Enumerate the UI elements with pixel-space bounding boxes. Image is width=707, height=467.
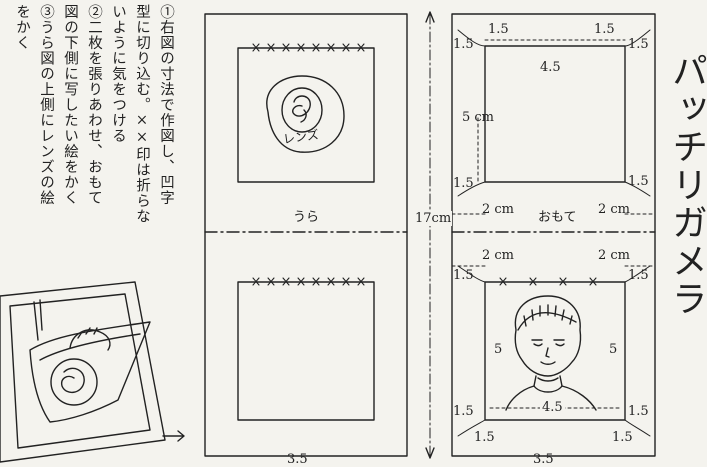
instruction-line-2: 型に切り込む。××印は折らな — [134, 4, 150, 224]
dim-corner-tl-lower: 1.5 — [453, 268, 474, 283]
portrait-drawing — [505, 295, 597, 411]
bottom-partial-dim-1: 3.5 — [287, 452, 308, 467]
dim-corner-bl: 1.5 — [453, 176, 474, 191]
instruction-line-6: ③うら図の上側にレンズの絵 — [38, 4, 54, 206]
dim-mid-left-upper: 2 cm — [482, 202, 515, 217]
back-label: うら — [293, 210, 320, 225]
dim-corner-tr: 1.5 — [628, 37, 649, 52]
dim-corner-tl: 1.5 — [453, 37, 474, 52]
diagram-canvas — [0, 11, 656, 463]
instruction-line-7: をかく — [14, 4, 30, 51]
dim-corner-bl-lower: 1.5 — [453, 404, 474, 419]
height-label: 17cm — [414, 211, 453, 226]
dim-corner-br-lower: 1.5 — [628, 404, 649, 419]
instruction-line-5: 図の下側に写したい絵をかく — [62, 4, 78, 206]
dim-top-right: 1.5 — [594, 22, 615, 37]
height-dimension — [425, 11, 435, 459]
camera-sketch — [0, 281, 185, 463]
back-panel — [204, 13, 408, 457]
instruction-line-3: いように気をつける — [110, 4, 126, 144]
instruction-line-1: ①右図の寸法で作図し、凹字 — [158, 4, 174, 206]
dim-lower-width: 4.5 — [540, 400, 565, 415]
page-title: パッチリガメラ — [666, 52, 707, 318]
dim-bottom-right: 1.5 — [612, 430, 633, 445]
bottom-partial-dim-2: 3.5 — [533, 452, 554, 467]
instruction-line-4: ②二枚を張りあわせ、おもて — [86, 4, 102, 206]
dim-mid-right-lower: 2 cm — [598, 248, 631, 263]
front-panel — [451, 13, 656, 457]
dim-lower-right-height: 5 — [609, 342, 618, 357]
dim-mid-left-lower: 2 cm — [482, 248, 515, 263]
dim-bottom-left: 1.5 — [474, 430, 495, 445]
dim-upper-width: 4.5 — [540, 60, 561, 75]
dim-upper-height: 5 cm — [462, 110, 495, 125]
dim-lower-left-height: 5 — [494, 342, 503, 357]
dim-corner-br: 1.5 — [628, 174, 649, 189]
dim-top-left: 1.5 — [488, 22, 509, 37]
dim-corner-tr-lower: 1.5 — [628, 268, 649, 283]
front-label: おもて — [538, 210, 577, 225]
dim-mid-right-upper: 2 cm — [598, 202, 631, 217]
